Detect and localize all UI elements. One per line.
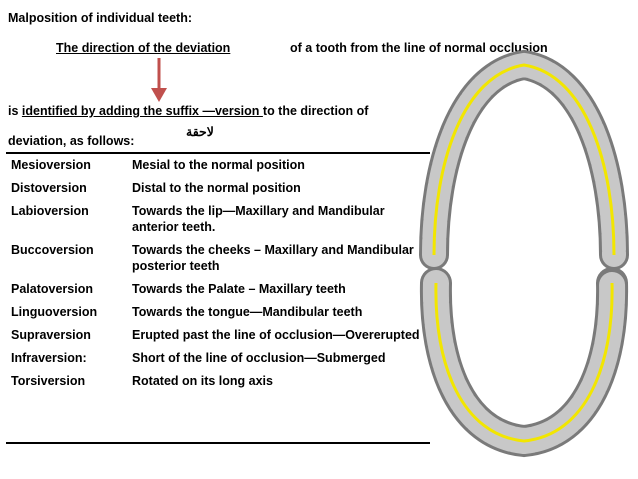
term-row: Labioversion Towards the lip—Maxillary an… bbox=[6, 200, 430, 239]
intro-underlined: identified by adding the suffix —version bbox=[21, 104, 263, 118]
term-definition: Towards the tongue—Mandibular teeth bbox=[132, 305, 363, 319]
term-row: Torsiversion Rotated on its long axis bbox=[6, 370, 430, 393]
term-definition: Rotated on its long axis bbox=[132, 374, 273, 388]
dental-arches-illustration bbox=[419, 49, 629, 458]
term-name: Torsiversion bbox=[11, 374, 86, 388]
term-name: Mesioversion bbox=[11, 158, 91, 172]
term-name: Buccoversion bbox=[11, 243, 94, 257]
term-row: Buccoversion Towards the cheeks – Maxilla… bbox=[6, 239, 430, 278]
intro-line-2: deviation, as follows: bbox=[8, 134, 135, 148]
slide-heading: Malposition of individual teeth: bbox=[8, 11, 193, 25]
term-row: Distoversion Distal to the normal positio… bbox=[6, 177, 430, 200]
term-row: Mesioversion Mesial to the normal positio… bbox=[6, 154, 430, 177]
maxillary-arch bbox=[419, 49, 629, 270]
term-definition: Mesial to the normal position bbox=[132, 158, 305, 172]
term-definition: Distal to the normal position bbox=[132, 181, 301, 195]
table-top-rule bbox=[6, 152, 430, 154]
term-name: Infraversion: bbox=[11, 351, 87, 365]
term-name: Linguoversion bbox=[11, 305, 98, 319]
direction-suffix: of a tooth from the line of normal occlu… bbox=[290, 41, 548, 55]
term-row: Linguoversion Towards the tongue—Mandibul… bbox=[6, 301, 430, 324]
down-arrow-icon bbox=[151, 58, 167, 102]
term-name: Distoversion bbox=[11, 181, 87, 195]
term-name: Palatoversion bbox=[11, 282, 93, 296]
term-definition: Towards the Palate – Maxillary teeth bbox=[132, 282, 346, 296]
term-definition: Towards the cheeks – Maxillary and Mandi… bbox=[132, 243, 414, 273]
intro-suffix: to the direction of bbox=[262, 104, 369, 118]
term-row: Supraversion Erupted past the line of occ… bbox=[6, 324, 430, 347]
term-row: Palatoversion Towards the Palate – Maxill… bbox=[6, 278, 430, 301]
term-definition: Towards the lip—Maxillary and Mandibular… bbox=[132, 204, 385, 234]
direction-label: The direction of the deviation bbox=[56, 41, 231, 55]
intro-line-1: is identified by adding the suffix —vers… bbox=[8, 104, 368, 118]
intro-prefix: is bbox=[8, 104, 22, 118]
mandibular-arch bbox=[419, 267, 629, 458]
term-definition: Erupted past the line of occlusion—Overe… bbox=[132, 328, 420, 342]
term-name: Labioversion bbox=[11, 204, 89, 218]
term-row: Infraversion: Short of the line of occlus… bbox=[6, 347, 430, 370]
version-terms-table: Mesioversion Mesial to the normal positio… bbox=[6, 154, 430, 393]
arabic-note: لاحقة bbox=[186, 125, 214, 139]
table-bottom-rule bbox=[6, 442, 430, 444]
term-definition: Short of the line of occlusion—Submerged bbox=[132, 351, 386, 365]
term-name: Supraversion bbox=[11, 328, 91, 342]
